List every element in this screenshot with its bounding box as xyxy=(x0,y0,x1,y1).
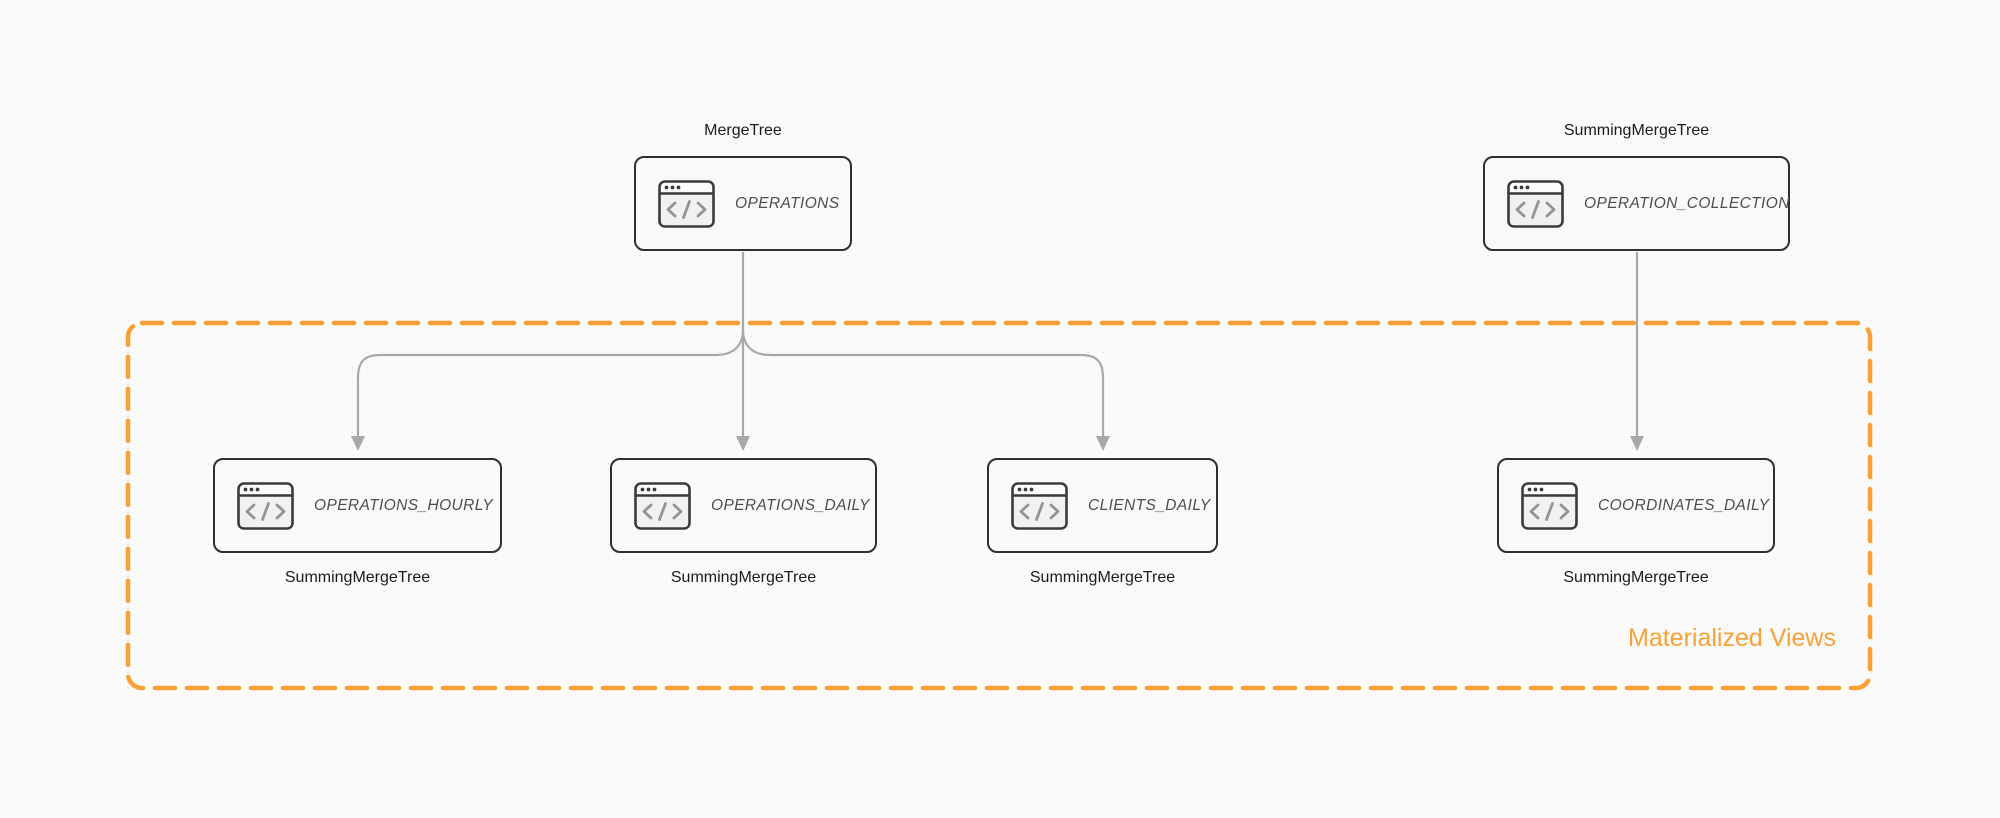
code-window-icon xyxy=(1011,481,1068,530)
engine-label: SummingMergeTree xyxy=(284,569,431,586)
code-window-icon xyxy=(237,481,294,530)
edge-operations-to-clients-daily xyxy=(741,329,1110,451)
node-clients-daily[interactable]: CLIENTS_DAILY SummingMergeTree xyxy=(987,458,1218,586)
materialized-views-region-label: Materialized Views xyxy=(1628,624,1836,652)
engine-label: SummingMergeTree xyxy=(1563,569,1709,586)
edge-operation-collection-to-coordinates-daily xyxy=(1630,252,1644,451)
table-name: COORDINATES_DAILY xyxy=(1598,496,1770,514)
edge-operations-to-operations-daily xyxy=(736,252,750,451)
code-window-icon xyxy=(658,179,715,228)
node-operations[interactable]: MergeTree OPERATIONS xyxy=(634,122,852,251)
code-window-icon xyxy=(634,481,691,530)
engine-label: SummingMergeTree xyxy=(1029,569,1176,586)
node-operations-daily[interactable]: OPERATIONS_DAILY SummingMergeTree xyxy=(610,458,877,586)
engine-label: SummingMergeTree xyxy=(1563,122,1710,139)
engine-label: SummingMergeTree xyxy=(670,569,817,586)
code-window-icon xyxy=(1521,481,1578,530)
engine-label: MergeTree xyxy=(704,122,782,139)
table-node-box[interactable]: OPERATION_COLLECTION xyxy=(1483,156,1790,251)
table-node-box[interactable]: OPERATIONS_DAILY xyxy=(610,458,877,553)
table-node-box[interactable]: OPERATIONS_HOURLY xyxy=(213,458,502,553)
table-name: OPERATION_COLLECTION xyxy=(1584,194,1790,212)
node-operation-collection[interactable]: SummingMergeTree OPERATION_COL xyxy=(1483,122,1790,251)
table-name: CLIENTS_DAILY xyxy=(1088,496,1211,514)
table-node-box[interactable]: COORDINATES_DAILY xyxy=(1497,458,1775,553)
table-name: OPERATIONS_HOURLY xyxy=(314,496,494,514)
node-operations-hourly[interactable]: OPERATIONS_HOURLY SummingMergeTree xyxy=(213,458,502,586)
table-node-box[interactable]: OPERATIONS xyxy=(634,156,852,251)
table-node-box[interactable]: CLIENTS_DAILY xyxy=(987,458,1218,553)
table-name: OPERATIONS_DAILY xyxy=(711,496,870,514)
table-name: OPERATIONS xyxy=(735,194,840,212)
node-coordinates-daily[interactable]: COORDINATES_DAILY SummingMergeTree xyxy=(1497,458,1775,586)
edge-operations-to-operations-hourly xyxy=(351,329,745,451)
code-window-icon xyxy=(1507,179,1564,228)
